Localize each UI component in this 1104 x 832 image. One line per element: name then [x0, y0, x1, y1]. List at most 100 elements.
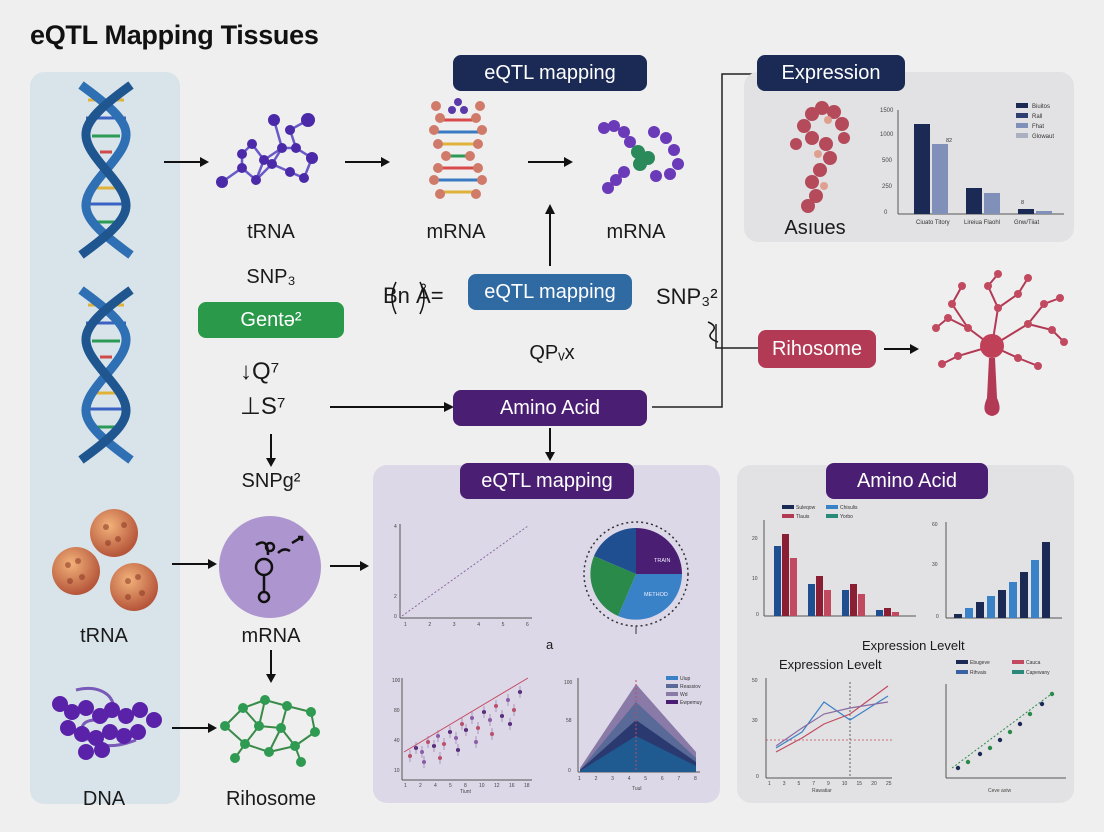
bar [816, 576, 823, 616]
scatter-point [1039, 701, 1045, 707]
arrow-icon [330, 402, 454, 412]
pie-slice [590, 556, 636, 616]
up-arrow-icon [545, 204, 555, 266]
bar [1036, 211, 1052, 214]
tick-label: 4 [477, 622, 480, 628]
tick-label: 3 [611, 776, 614, 782]
bar [1042, 542, 1050, 618]
svg-text:250: 250 [882, 184, 893, 190]
svg-text:500: 500 [882, 158, 893, 164]
arrow-icon [528, 157, 573, 167]
bar [976, 602, 984, 618]
symbol-label: ⊥S⁷ [240, 393, 286, 420]
svg-text:2: 2 [394, 594, 397, 600]
molecule-icon [598, 120, 684, 194]
protein-chain-icon [52, 686, 162, 760]
tick-label: 18 [524, 783, 530, 789]
svg-text:8: 8 [1021, 200, 1024, 206]
snp-label: SNPg² [241, 470, 301, 492]
ribosome-label: Rihosome [225, 788, 317, 810]
eqtl-mapping-pill: eQTL mapping [468, 274, 632, 310]
trend-line [951, 691, 1055, 769]
svg-text:0: 0 [756, 774, 759, 780]
squiggle-icon [707, 321, 719, 343]
bar [774, 546, 781, 616]
bar [965, 608, 973, 618]
scatter-point [1017, 721, 1023, 727]
scatter-point [1049, 691, 1055, 697]
category-label: Gnw/Tiiat [1014, 220, 1039, 226]
ribosome-icon [932, 270, 1068, 416]
scatter-point [997, 737, 1003, 743]
svg-text:Ceve axiw: Ceve axiw [988, 788, 1011, 794]
snp-label: SNP₃² [656, 284, 718, 309]
tissue-icon [790, 101, 850, 213]
dna-label: DNA [82, 788, 126, 810]
eqtl-mapping-pill: eQTL mapping [460, 463, 634, 499]
scatter-point [965, 759, 971, 765]
tick-label: 5 [644, 776, 647, 782]
chart-title: Expression Levelt [862, 638, 965, 653]
pie-slice [636, 528, 682, 574]
scatter-point [977, 751, 983, 757]
svg-text:80: 80 [394, 708, 400, 714]
svg-text:30: 30 [932, 562, 938, 568]
mrna-label: mRNA [426, 221, 486, 243]
amino-acid-pill: Amino Acid [826, 463, 988, 499]
pie-slice [618, 574, 682, 620]
tick-label: 5 [449, 783, 452, 789]
expression-pill: Expression [757, 55, 905, 91]
tick-label: 25 [886, 781, 892, 787]
bar [858, 594, 865, 616]
tick-label: 20 [871, 781, 877, 787]
trend-line [401, 525, 529, 617]
legend-label: Reassiov [680, 684, 701, 690]
dna-beaded-icon [429, 98, 487, 199]
mrna-label: mRNA [606, 221, 666, 243]
svg-text:METHOD: METHOD [644, 592, 668, 598]
tick-label: 16 [509, 783, 515, 789]
legend-label: Wd [680, 692, 688, 698]
connector-line [652, 73, 760, 408]
svg-text:40: 40 [394, 738, 400, 744]
page-title: eQTL Mapping Tissues [30, 20, 319, 50]
legend-label: Ebugeve [970, 660, 990, 666]
bar [782, 534, 789, 616]
legend-label: Chisulis [840, 505, 858, 511]
arrow-icon [884, 344, 919, 354]
connector-line [715, 324, 762, 349]
svg-text:0: 0 [884, 210, 888, 216]
svg-text:10: 10 [394, 768, 400, 774]
trna-label: tRNA [247, 221, 295, 243]
area-series [580, 736, 696, 772]
legend-label: Uiup [680, 676, 691, 682]
svg-text:10: 10 [752, 576, 758, 582]
bar [954, 614, 962, 618]
svg-text:30: 30 [752, 718, 758, 724]
arrow-icon [345, 157, 390, 167]
svg-text:TRAIN: TRAIN [654, 558, 671, 564]
bar [1020, 572, 1028, 618]
svg-text:Tuul: Tuul [632, 786, 642, 792]
chart-legend: Ebugeve Rihvais Cauca Capewany [956, 660, 1050, 676]
scatter-point [955, 765, 961, 771]
bar [1009, 582, 1017, 618]
legend-label: Capewany [1026, 670, 1050, 676]
tick-label: 3 [453, 622, 456, 628]
scatter-point [987, 745, 993, 751]
tick-label: 1 [404, 783, 407, 789]
bar [808, 584, 815, 616]
tick-label: 6 [526, 622, 529, 628]
svg-text:0: 0 [756, 612, 759, 618]
line-series [775, 701, 889, 747]
scatter-point [1027, 711, 1033, 717]
trna-label: tRNA [80, 625, 128, 647]
svg-text:4: 4 [394, 524, 397, 530]
pie-chart: TRAIN METHOD [583, 521, 689, 634]
scatter-point [1007, 729, 1013, 735]
